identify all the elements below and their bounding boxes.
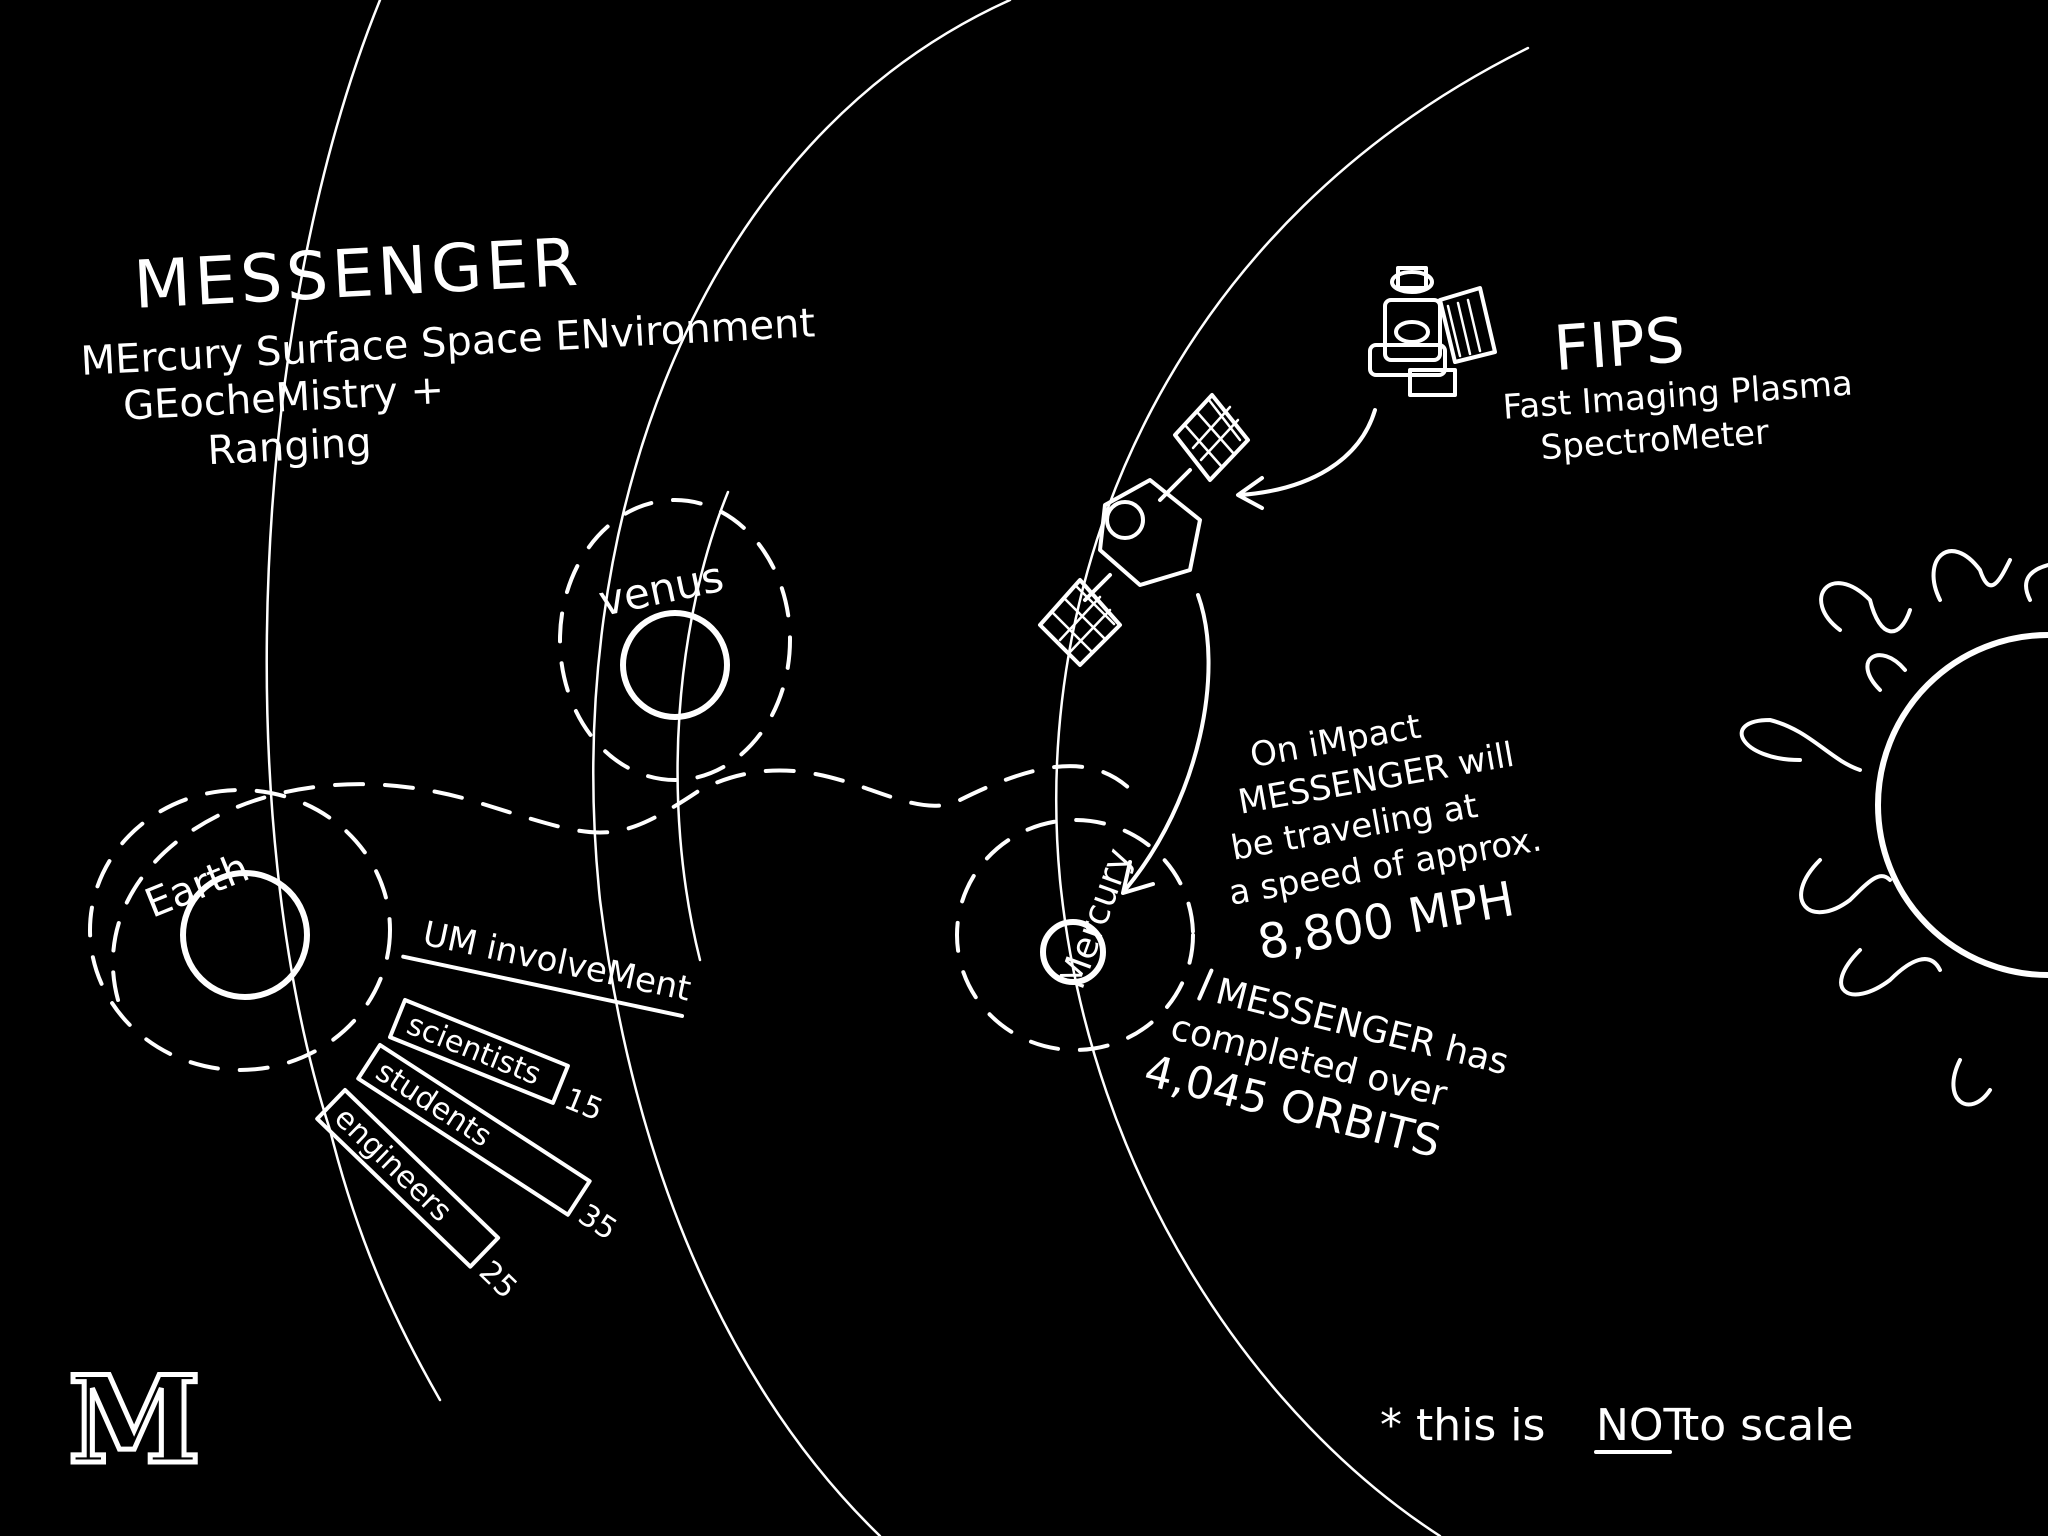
sun bbox=[1739, 549, 2048, 1107]
involvement-bar-rect bbox=[356, 1043, 592, 1217]
impact-arrow bbox=[1123, 593, 1211, 892]
spacecraft-solar-panel-bottom bbox=[1038, 578, 1122, 667]
subtitle-line-3: Ranging bbox=[206, 420, 372, 475]
footnote: * this is NOT to scale bbox=[1380, 1400, 1854, 1454]
footnote-emphasis: NOT bbox=[1596, 1400, 1691, 1451]
impact-arrowhead bbox=[1121, 860, 1155, 895]
sun-flame bbox=[1799, 858, 1892, 915]
orbit-lines bbox=[265, 0, 1530, 1536]
sun-flame bbox=[1839, 948, 1942, 997]
mercury-orbit-ring bbox=[955, 818, 1195, 1052]
involvement-bar-rect bbox=[315, 1088, 501, 1269]
earth-planet bbox=[180, 870, 310, 1000]
sun-flame bbox=[1865, 653, 1907, 692]
mercury-orbit bbox=[1055, 46, 1530, 1536]
orbits-note-tick bbox=[1197, 968, 1214, 1001]
trajectory-dashed bbox=[110, 764, 1142, 1002]
spacecraft-body bbox=[1098, 478, 1202, 587]
sun-flame bbox=[2024, 563, 2048, 602]
sun-flame bbox=[1951, 1058, 1992, 1107]
fips-acronym: FIPS bbox=[1551, 303, 1686, 385]
fips-pointer-arrow bbox=[1238, 408, 1377, 497]
sun-disk bbox=[1875, 632, 2048, 978]
sun-flame bbox=[1819, 581, 1912, 634]
involvement-bar-rect bbox=[388, 998, 570, 1105]
fips-body bbox=[1383, 298, 1442, 362]
footnote-prefix: * this is bbox=[1380, 1400, 1545, 1451]
university-logo: M bbox=[66, 1348, 204, 1494]
mercury-planet bbox=[1040, 919, 1106, 985]
spacecraft-solar-panel-top bbox=[1173, 393, 1250, 482]
venus-orbit bbox=[592, 0, 1012, 1536]
spacecraft bbox=[1038, 393, 1250, 667]
venus-orbit-ring bbox=[558, 498, 792, 782]
fips-instrument-drawing bbox=[1368, 266, 1497, 397]
earth-orbit-ring bbox=[88, 788, 392, 1072]
sun-flame bbox=[1739, 718, 1862, 772]
sun-flame bbox=[1931, 549, 2012, 602]
block-m-logo: M bbox=[68, 1350, 201, 1491]
spacecraft-dish bbox=[1105, 500, 1145, 540]
footnote-suffix: to scale bbox=[1682, 1400, 1854, 1451]
venus-planet bbox=[620, 610, 730, 720]
involvement-heading-underline bbox=[401, 954, 685, 1018]
earth-orbit bbox=[265, 0, 442, 1402]
fips-pointer-arrowhead bbox=[1236, 476, 1264, 510]
